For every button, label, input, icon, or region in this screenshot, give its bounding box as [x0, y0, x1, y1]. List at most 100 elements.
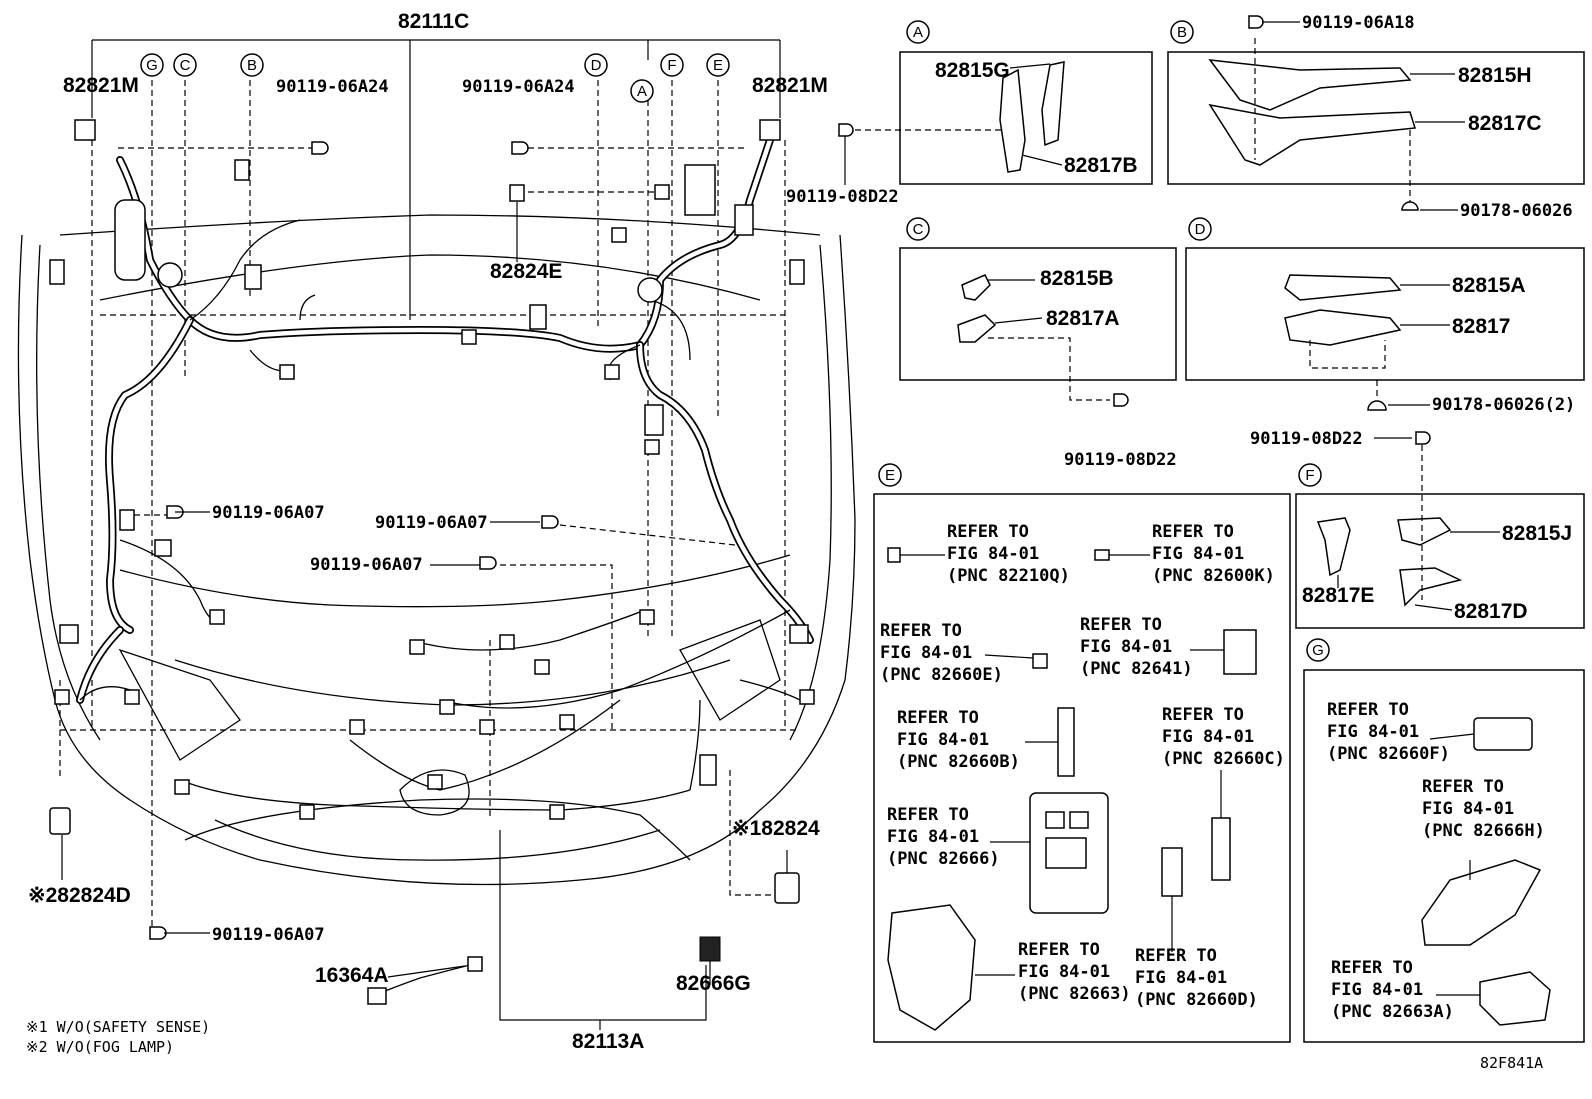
svg-text:(PNC 82660C): (PNC 82660C)	[1162, 749, 1285, 769]
part-82663-icon	[887, 904, 976, 1031]
svg-text:REFER TO: REFER TO	[1331, 958, 1413, 978]
label-90119-06a07-a: 90119-06A07	[212, 503, 325, 523]
svg-text:E: E	[885, 467, 895, 484]
part-82660e-icon	[1032, 653, 1048, 669]
section-c: C 82815B 82817A 90119-08D22	[899, 217, 1177, 470]
ref-circle-c: C	[173, 53, 197, 77]
svg-text:FIG 84-01: FIG 84-01	[1135, 968, 1227, 988]
svg-text:E: E	[713, 57, 723, 74]
svg-text:C: C	[913, 221, 924, 238]
clip-icon	[1367, 400, 1387, 411]
ref-circle-e: E	[706, 53, 730, 77]
svg-text:REFER TO: REFER TO	[1018, 940, 1100, 960]
bolt-icon	[479, 556, 497, 570]
svg-text:REFER TO: REFER TO	[1152, 522, 1234, 542]
label-90119-06a07-d: 90119-06A07	[212, 925, 325, 945]
svg-text:D: D	[591, 57, 602, 74]
svg-text:82817B: 82817B	[1064, 154, 1138, 177]
part-82660d-icon	[1161, 847, 1183, 897]
svg-text:82815J: 82815J	[1502, 522, 1572, 545]
svg-text:(PNC 82663A): (PNC 82663A)	[1331, 1002, 1454, 1022]
svg-text:90178-06026: 90178-06026	[1460, 201, 1573, 221]
svg-text:FIG 84-01: FIG 84-01	[1018, 962, 1110, 982]
label-90119-06a24-right: 90119-06A24	[462, 77, 575, 97]
part-82660f-icon	[1473, 717, 1533, 751]
svg-text:F: F	[1305, 467, 1314, 484]
part-82666g-icon	[699, 936, 721, 962]
svg-text:(PNC 82210Q): (PNC 82210Q)	[947, 566, 1070, 586]
section-a: A 82815G 82817B 90119-08D22	[786, 20, 1153, 207]
svg-text:(PNC 82663): (PNC 82663)	[1018, 984, 1131, 1004]
svg-text:C: C	[180, 57, 191, 74]
svg-text:FIG 84-01: FIG 84-01	[1162, 727, 1254, 747]
part-82824d-icon	[49, 807, 71, 835]
svg-text:FIG 84-01: FIG 84-01	[880, 643, 972, 663]
sensor-16364a-icon	[374, 964, 471, 996]
svg-text:82815G: 82815G	[935, 59, 1010, 82]
svg-text:G: G	[1312, 642, 1324, 659]
label-90119-06a24-left: 90119-06A24	[276, 77, 389, 97]
svg-text:REFER TO: REFER TO	[1080, 615, 1162, 635]
part-82660c-icon	[1211, 817, 1231, 881]
section-d: D 82815A 82817 90178-06026(2)	[1185, 217, 1585, 415]
svg-text:A: A	[913, 24, 923, 41]
svg-text:FIG 84-01: FIG 84-01	[897, 730, 989, 750]
bolt-icon	[1113, 393, 1129, 407]
svg-text:(PNC 82666): (PNC 82666)	[887, 849, 1000, 869]
ref-circle-g: G	[140, 53, 164, 77]
part-82600k-icon	[1094, 549, 1110, 561]
section-f: F 90119-08D22 82815J 82817E 82817D	[1250, 429, 1585, 629]
svg-text:REFER TO: REFER TO	[887, 805, 969, 825]
part-82210q-icon	[887, 547, 901, 563]
note-2: ※2 W/O(FOG LAMP)	[26, 1038, 174, 1056]
svg-text:FIG 84-01: FIG 84-01	[1152, 544, 1244, 564]
svg-text:REFER TO: REFER TO	[897, 708, 979, 728]
svg-text:(PNC 82660D): (PNC 82660D)	[1135, 990, 1258, 1010]
svg-text:REFER TO: REFER TO	[1135, 946, 1217, 966]
svg-text:82815H: 82815H	[1458, 64, 1532, 87]
part-82663a-icon	[1479, 971, 1551, 1026]
part-82641-icon	[1223, 629, 1257, 675]
svg-text:82815B: 82815B	[1040, 267, 1114, 290]
label-82821m-left: 82821M	[63, 74, 139, 97]
svg-text:(PNC 82600K): (PNC 82600K)	[1152, 566, 1275, 586]
part-82660b-icon	[1057, 707, 1075, 777]
ref-circle-b: B	[240, 53, 264, 77]
svg-text:REFER TO: REFER TO	[1162, 705, 1244, 725]
svg-text:90119-08D22: 90119-08D22	[1064, 450, 1177, 470]
label-82824d: ※282824D	[28, 884, 131, 907]
bolt-icon	[838, 123, 854, 137]
figure-code: 82F841A	[1480, 1054, 1543, 1072]
clip-icon	[1401, 201, 1419, 211]
part-82666h-icon	[1421, 859, 1542, 946]
bolt-icon	[149, 926, 167, 940]
main-illustration: G C B D A F E 82111C 82821M 82821M	[17, 10, 856, 1053]
ref-circle-d: D	[584, 53, 608, 77]
label-90119-06a07-b: 90119-06A07	[375, 513, 488, 533]
label-82824e: 82824E	[490, 260, 562, 283]
svg-text:FIG 84-01: FIG 84-01	[1422, 799, 1514, 819]
svg-text:FIG 84-01: FIG 84-01	[1331, 980, 1423, 1000]
svg-text:(PNC 82660F): (PNC 82660F)	[1327, 744, 1450, 764]
svg-text:90119-08D22: 90119-08D22	[1250, 429, 1363, 449]
svg-text:D: D	[1195, 221, 1206, 238]
svg-text:F: F	[667, 57, 676, 74]
ref-circle-a: A	[630, 79, 654, 103]
svg-text:REFER TO: REFER TO	[1422, 777, 1504, 797]
svg-text:B: B	[1177, 24, 1187, 41]
bolt-icon	[311, 141, 329, 155]
svg-text:90119-08D22: 90119-08D22	[786, 187, 899, 207]
section-g: G REFER TO FIG 84-01 (PNC 82660F) REFER …	[1303, 638, 1585, 1043]
svg-text:(PNC 82660E): (PNC 82660E)	[880, 665, 1003, 685]
svg-text:82817C: 82817C	[1468, 112, 1542, 135]
svg-text:REFER TO: REFER TO	[1327, 700, 1409, 720]
note-1: ※1 W/O(SAFETY SENSE)	[26, 1018, 210, 1036]
ref-circle-f: F	[660, 53, 684, 77]
bolt-icon	[511, 141, 529, 155]
bolt-icon	[541, 515, 559, 529]
svg-text:G: G	[146, 57, 158, 74]
svg-text:REFER TO: REFER TO	[880, 621, 962, 641]
label-82111c: 82111C	[398, 10, 469, 33]
svg-text:FIG 84-01: FIG 84-01	[947, 544, 1039, 564]
svg-text:FIG 84-01: FIG 84-01	[887, 827, 979, 847]
